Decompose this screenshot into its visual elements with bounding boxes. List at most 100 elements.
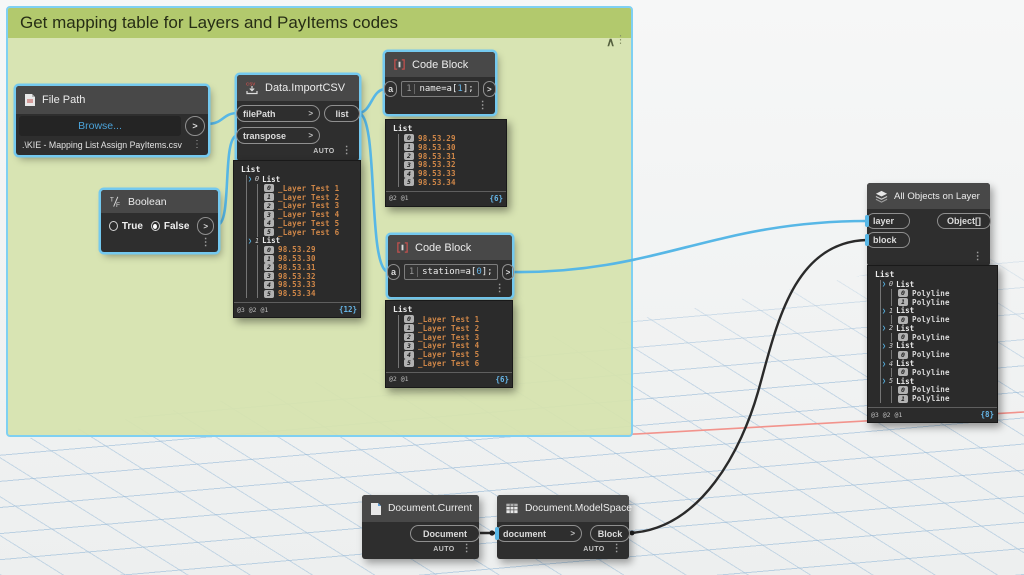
default-value-arrow-icon[interactable]: >	[308, 109, 313, 118]
radio-false-label[interactable]: False	[163, 220, 190, 232]
index-badge: 0	[898, 385, 908, 394]
index-badge: 5	[404, 178, 414, 187]
node-menu-dots-icon[interactable]: ⋮	[494, 283, 505, 294]
node-menu-dots-icon[interactable]: ⋮	[972, 251, 983, 262]
node-document-modelspace[interactable]: Document.ModelSpace document > Block AUT…	[495, 495, 632, 559]
input-port-a[interactable]: a	[384, 81, 398, 97]
input-port-a[interactable]: a	[387, 264, 401, 280]
node-header[interactable]: All Objects on Layer	[867, 183, 990, 209]
wire-boolean-to-importcsv[interactable]	[215, 133, 240, 227]
browse-button[interactable]: Browse...	[19, 116, 181, 136]
node-header[interactable]: File Path	[16, 86, 208, 114]
expand-chevron-icon[interactable]: ❯	[882, 324, 886, 333]
node-code-block-2[interactable]: Code Block a 1 station=a[0]; > ⋮	[387, 235, 515, 297]
filepath-output-port[interactable]: >	[185, 116, 205, 136]
index-badge: 1	[404, 324, 414, 333]
expand-chevron-icon[interactable]: ❯	[882, 341, 886, 350]
node-all-objects-on-layer[interactable]: All Objects on Layer layer block Object[…	[865, 183, 991, 266]
default-value-arrow-icon[interactable]: >	[570, 529, 575, 538]
node-header[interactable]: Document.Current	[362, 495, 479, 522]
input-port-filepath[interactable]: filePath >	[236, 105, 320, 122]
output-port-block[interactable]: Block	[590, 525, 630, 542]
expand-chevron-icon[interactable]: ❯	[882, 280, 886, 289]
list-levels[interactable]: @2 @1	[389, 194, 409, 203]
default-value-arrow-icon[interactable]: >	[308, 131, 313, 140]
node-code-block-1[interactable]: Code Block a 1 name=a[1]; > ⋮	[384, 52, 496, 114]
node-menu-dots-icon[interactable]: ⋮	[341, 145, 352, 156]
output-port-list[interactable]: list	[324, 105, 360, 122]
wire-importcsv-to-codeblock2[interactable]	[356, 111, 391, 274]
output-port[interactable]: >	[482, 81, 496, 97]
lacing-mode[interactable]: AUTO	[433, 545, 455, 553]
code-editor[interactable]: 1 station=a[0];	[404, 264, 498, 280]
radio-false[interactable]	[150, 221, 160, 231]
boolean-output-port[interactable]: >	[197, 217, 214, 235]
index-badge: 4	[264, 280, 274, 289]
expand-chevron-icon[interactable]: ❯	[882, 359, 886, 368]
node-header[interactable]: T F Boolean	[101, 190, 218, 213]
item-value: 98.53.32	[278, 271, 316, 281]
wire-importcsv-to-codeblock1[interactable]	[356, 87, 388, 115]
expand-chevron-icon[interactable]: ❯	[882, 377, 886, 386]
node-menu-dots-icon[interactable]: ⋮	[611, 543, 622, 554]
lacing-mode[interactable]: AUTO	[583, 545, 605, 553]
sublist-label: List	[896, 376, 915, 386]
list-levels[interactable]: @3 @2 @1	[871, 410, 903, 419]
node-menu-dots-icon[interactable]: ⋮	[192, 139, 202, 150]
input-port-transpose[interactable]: transpose >	[236, 127, 320, 144]
input-port-document[interactable]: document >	[495, 525, 582, 542]
group-collapse-chevron-icon[interactable]: ∧	[606, 35, 615, 49]
wire-codeblock2-to-layer[interactable]	[510, 219, 869, 274]
node-menu-dots-icon[interactable]: ⋮	[477, 100, 488, 111]
lacing-mode[interactable]: AUTO	[313, 147, 335, 155]
node-menu-dots-icon[interactable]: ⋮	[461, 543, 472, 554]
code-editor[interactable]: 1 name=a[1];	[401, 81, 479, 97]
node-header[interactable]: Document.ModelSpace	[497, 495, 632, 522]
list-index: 0	[888, 280, 894, 289]
input-port-block[interactable]: block	[865, 232, 910, 248]
node-header[interactable]: CSV Data.ImportCSV	[237, 75, 359, 101]
expand-chevron-icon[interactable]: ❯	[248, 236, 252, 245]
node-document-current[interactable]: Document.Current Document AUTO ⋮	[362, 495, 480, 559]
node-data-importcsv[interactable]: CSV Data.ImportCSV filePath > list trans…	[236, 75, 360, 161]
item-count: {8}	[980, 410, 994, 420]
radio-true-label[interactable]: True	[121, 220, 143, 232]
node-header[interactable]: Code Block	[385, 52, 495, 77]
group-header[interactable]: Get mapping table for Layers and PayItem…	[8, 8, 631, 38]
radio-true[interactable]	[109, 221, 118, 231]
list-levels[interactable]: @2 @1	[389, 375, 409, 384]
wire-filepath-to-importcsv[interactable]	[205, 111, 240, 126]
node-menu-dots-icon[interactable]: ⋮	[200, 237, 211, 248]
list-levels[interactable]: @3 @2 @1	[237, 305, 269, 314]
wire-modelspace-to-block[interactable]	[628, 238, 869, 535]
input-port-layer[interactable]: layer	[865, 213, 910, 229]
list-root-label: List	[393, 124, 413, 133]
node-boolean[interactable]: T F Boolean True False > ⋮	[101, 190, 218, 252]
group-menu-dots-icon[interactable]: ⋮	[615, 34, 626, 46]
item-value: 98.53.29	[418, 133, 456, 143]
output-port[interactable]: >	[501, 264, 515, 280]
expand-chevron-icon[interactable]: ❯	[248, 175, 252, 184]
node-header[interactable]: Code Block	[388, 235, 512, 260]
output-port-document[interactable]: Document	[410, 525, 480, 542]
output-port-objects[interactable]: Object[]	[937, 213, 991, 229]
node-file-path[interactable]: File Path Browse... > .\KIE - Mapping Li…	[16, 86, 208, 155]
expand-chevron-icon[interactable]: ❯	[882, 306, 886, 315]
